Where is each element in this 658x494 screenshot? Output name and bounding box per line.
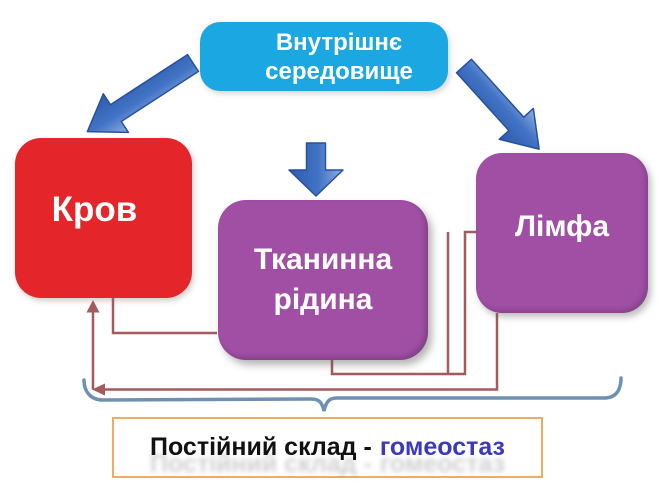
tissue-fluid-label-line1: Тканинна <box>253 243 393 276</box>
node-tissue-fluid: Тканинна рідина <box>218 200 428 360</box>
footer-text-homeostasis: гомеостаз <box>379 433 505 461</box>
tissue-fluid-label-line2: рідина <box>273 283 373 316</box>
internal-environment-label-line2: середовище <box>265 57 413 85</box>
footer-text-black: Постійний склад - <box>150 433 372 461</box>
homeostasis-caption-box: Постійний склад - гомеостаз <box>112 417 543 478</box>
lymph-label: Лімфа <box>514 210 610 243</box>
arrow-down-icon <box>288 142 344 197</box>
node-blood: Кров <box>15 138 192 298</box>
internal-environment-label-line1: Внутрішнє <box>275 28 403 56</box>
arrow-down-left-icon <box>86 53 200 134</box>
connector-tissue-fluid-to-lymph <box>330 230 476 376</box>
arrowhead-left-icon <box>92 383 105 396</box>
brace-icon <box>82 376 623 412</box>
arrow-down-right-icon <box>455 58 540 150</box>
arrowhead-up-icon <box>86 300 100 313</box>
node-internal-environment: Внутрішнє середовище <box>200 22 448 91</box>
connector-blood-to-tissue-fluid <box>111 297 217 335</box>
node-lymph: Лімфа <box>476 153 648 313</box>
blood-label: Кров <box>51 190 138 229</box>
connector-lymph-return <box>104 313 499 391</box>
